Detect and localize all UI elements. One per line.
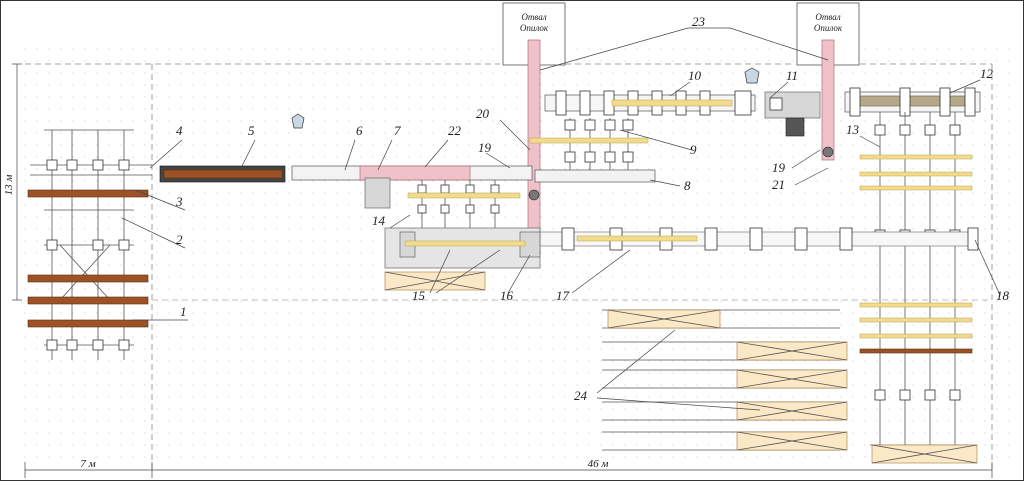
- board-transfer: [529, 118, 649, 170]
- marker-4: 4: [176, 123, 183, 138]
- dimension-width: 7 м 46 м: [24, 458, 993, 478]
- marker-22: 22: [448, 123, 462, 138]
- building-outline: [25, 63, 993, 470]
- board: [859, 348, 973, 354]
- dump-label-top: Отвал: [815, 12, 840, 22]
- sawdust-conveyor-left: [527, 39, 541, 256]
- marker-14: 14: [372, 213, 386, 228]
- board: [576, 235, 698, 242]
- dimension-height: 13 м: [3, 63, 22, 301]
- sawdust-conveyor-right: [821, 39, 835, 161]
- board: [859, 333, 973, 339]
- marker-1: 1: [180, 304, 187, 319]
- height-dimension: 13 м: [3, 175, 15, 196]
- conveyor-drive-right: [822, 146, 834, 158]
- marker-16: 16: [500, 288, 514, 303]
- board: [859, 171, 973, 177]
- board: [611, 99, 733, 107]
- log: [163, 169, 283, 179]
- marker-23: 23: [692, 14, 706, 29]
- trimmer-infeed: [844, 87, 981, 117]
- marker-9: 9: [690, 142, 697, 157]
- log-deck: [27, 129, 152, 360]
- sorting-table: [859, 112, 978, 464]
- marker-19-right: 19: [772, 160, 786, 175]
- leader-lines: [121, 27, 1001, 411]
- marker-12: 12: [980, 66, 994, 81]
- board: [529, 137, 649, 144]
- board: [404, 240, 526, 247]
- marker-24: 24: [574, 388, 588, 403]
- board: [859, 317, 973, 323]
- lumber-packs: [602, 309, 848, 451]
- upper-roller-conveyor: [544, 90, 756, 116]
- marker-7: 7: [394, 123, 401, 138]
- board: [859, 302, 973, 308]
- lower-roller-conveyor: [539, 227, 979, 251]
- marker-18: 18: [996, 288, 1010, 303]
- board: [859, 154, 973, 160]
- marker-21: 21: [772, 177, 785, 192]
- log: [27, 189, 149, 198]
- dump-label-bottom: Опилок: [520, 23, 549, 33]
- conveyor-drive-left: [528, 189, 540, 201]
- marker-8: 8: [684, 178, 691, 193]
- operator-cabin-icon: [291, 113, 305, 129]
- marker-19: 19: [478, 140, 492, 155]
- edger-machine: [764, 91, 821, 137]
- log: [27, 274, 149, 283]
- marker-11: 11: [786, 68, 798, 83]
- marker-6: 6: [356, 123, 363, 138]
- marker-5: 5: [248, 123, 255, 138]
- marker-2: 2: [176, 232, 183, 247]
- item-markers: 1 2 3 4 5 6 7 8 9 10 11 12 13 14 15 16 1…: [175, 14, 1010, 403]
- total-width-dimension: 46 м: [588, 458, 609, 470]
- marker-15: 15: [412, 288, 426, 303]
- dump-label-top: Отвал: [521, 12, 546, 22]
- marker-13: 13: [846, 122, 860, 137]
- left-width-dimension: 7 м: [80, 458, 95, 470]
- operator-cabin-icon: [744, 67, 760, 84]
- log: [27, 296, 149, 305]
- marker-20: 20: [476, 106, 490, 121]
- marker-17: 17: [556, 288, 570, 303]
- board: [407, 192, 521, 199]
- dump-label-bottom: Опилок: [814, 23, 843, 33]
- log: [27, 319, 149, 328]
- marker-10: 10: [688, 68, 702, 83]
- board: [859, 185, 973, 191]
- main-saw-line: [291, 165, 656, 240]
- marker-3: 3: [175, 194, 183, 209]
- stacking-platform: [384, 227, 541, 291]
